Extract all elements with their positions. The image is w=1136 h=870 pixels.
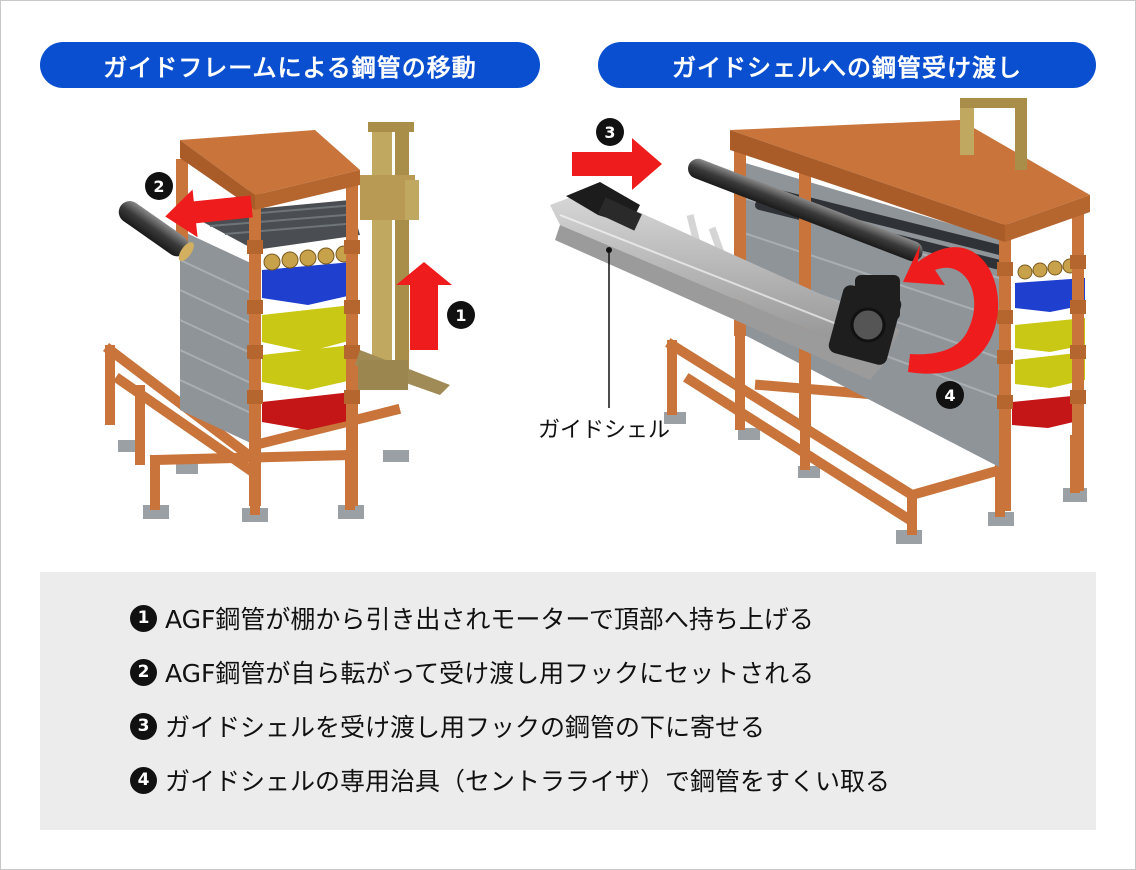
step-text: AGF鋼管が棚から引き出されモーターで頂部へ持ち上げる: [165, 605, 814, 634]
arrow-curved: [903, 245, 999, 374]
step-number: 1: [130, 604, 157, 632]
step-1: 1 AGF鋼管が棚から引き出されモーターで頂部へ持ち上げる: [130, 600, 814, 636]
step-text: ガイドシェルを受け渡し用フックの鋼管の下に寄せる: [165, 713, 766, 742]
title-left: ガイドフレームによる鋼管の移動: [40, 42, 540, 88]
svg-text:2: 2: [153, 177, 164, 196]
badge-3: 3: [596, 118, 624, 146]
title-right: ガイドシェルへの鋼管受け渡し: [598, 42, 1096, 88]
svg-text:4: 4: [944, 386, 955, 405]
step-number: 4: [130, 766, 157, 794]
arrow-left: [165, 189, 253, 238]
step-number: 2: [130, 658, 157, 686]
step-2: 2 AGF鋼管が自ら転がって受け渡し用フックにセットされる: [130, 654, 814, 690]
guide-shell-label: ガイドシェル: [538, 418, 671, 443]
arrow-right: [572, 138, 662, 190]
svg-text:3: 3: [604, 123, 615, 142]
svg-text:1: 1: [455, 306, 466, 325]
step-4: 4 ガイドシェルの専用治具（セントラライザ）で鋼管をすくい取る: [130, 762, 890, 798]
badge-4: 4: [936, 381, 964, 409]
steps-panel: 1 AGF鋼管が棚から引き出されモーターで頂部へ持ち上げる 2 AGF鋼管が自ら…: [40, 572, 1096, 830]
right-rack-machine: [550, 98, 1090, 544]
badge-2: 2: [145, 172, 173, 200]
step-3: 3 ガイドシェルを受け渡し用フックの鋼管の下に寄せる: [130, 708, 765, 744]
illustration: 1 2: [102, 98, 1090, 544]
step-text: AGF鋼管が自ら転がって受け渡し用フックにセットされる: [165, 659, 815, 688]
step-text: ガイドシェルの専用治具（セントラライザ）で鋼管をすくい取る: [165, 767, 891, 796]
badge-1: 1: [447, 301, 475, 329]
arrow-up: [396, 262, 452, 350]
step-number: 3: [130, 712, 157, 740]
